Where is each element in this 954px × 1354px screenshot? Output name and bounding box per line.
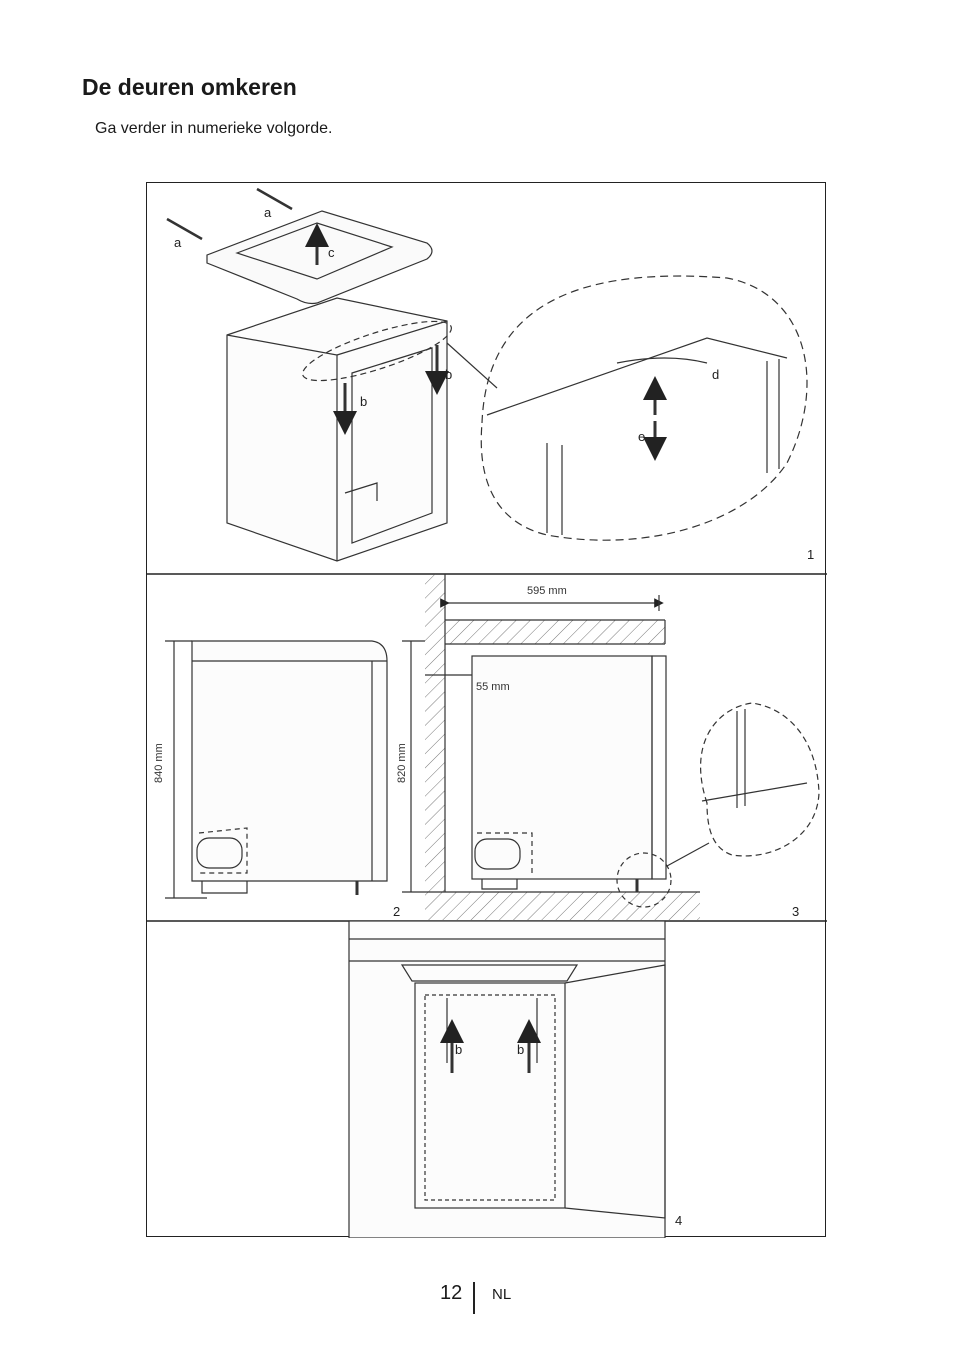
gap-label-55: 55 mm [476,681,510,693]
panel-4-labels: b b 4 [455,1042,682,1228]
width-label-595: 595 mm [527,585,567,597]
label-b1: b [360,394,367,409]
label-a2: a [174,235,182,250]
instruction-figure: a a c b b d e 1 840 mm 2 [146,182,827,1238]
label-a1: a [264,205,272,220]
panel-number-4: 4 [675,1213,682,1228]
panel-2-drawing [165,640,388,899]
label-c: c [328,245,335,260]
panel-2-labels: 840 mm 2 [153,743,400,919]
page-number: 12 [440,1282,463,1304]
panel-number-1: 1 [807,547,814,562]
label-b3: b [455,1042,462,1057]
panel-number-2: 2 [393,904,400,919]
intro-text: Ga verder in numerieke volgorde. [95,120,333,137]
label-b4: b [517,1042,524,1057]
panel-1-drawing [166,187,808,562]
language-code: NL [492,1286,512,1303]
panel-4-drawing [348,920,666,1238]
page-title: De deuren omkeren [82,74,297,100]
height-label-820: 820 mm [396,743,408,783]
panel-number-3: 3 [792,904,799,919]
panel-1-labels: a a c b b d e 1 [174,205,814,562]
figure-drawing: a a c b b d e 1 840 mm 2 [147,187,827,1238]
panel-3-drawing [402,574,820,920]
height-label-840: 840 mm [153,743,165,783]
label-b2: b [445,367,452,382]
label-d: d [712,367,719,382]
footer-divider [473,1282,475,1314]
label-e: e [638,429,645,444]
panel-3-labels: 595 mm 820 mm 55 mm 3 [396,585,799,919]
